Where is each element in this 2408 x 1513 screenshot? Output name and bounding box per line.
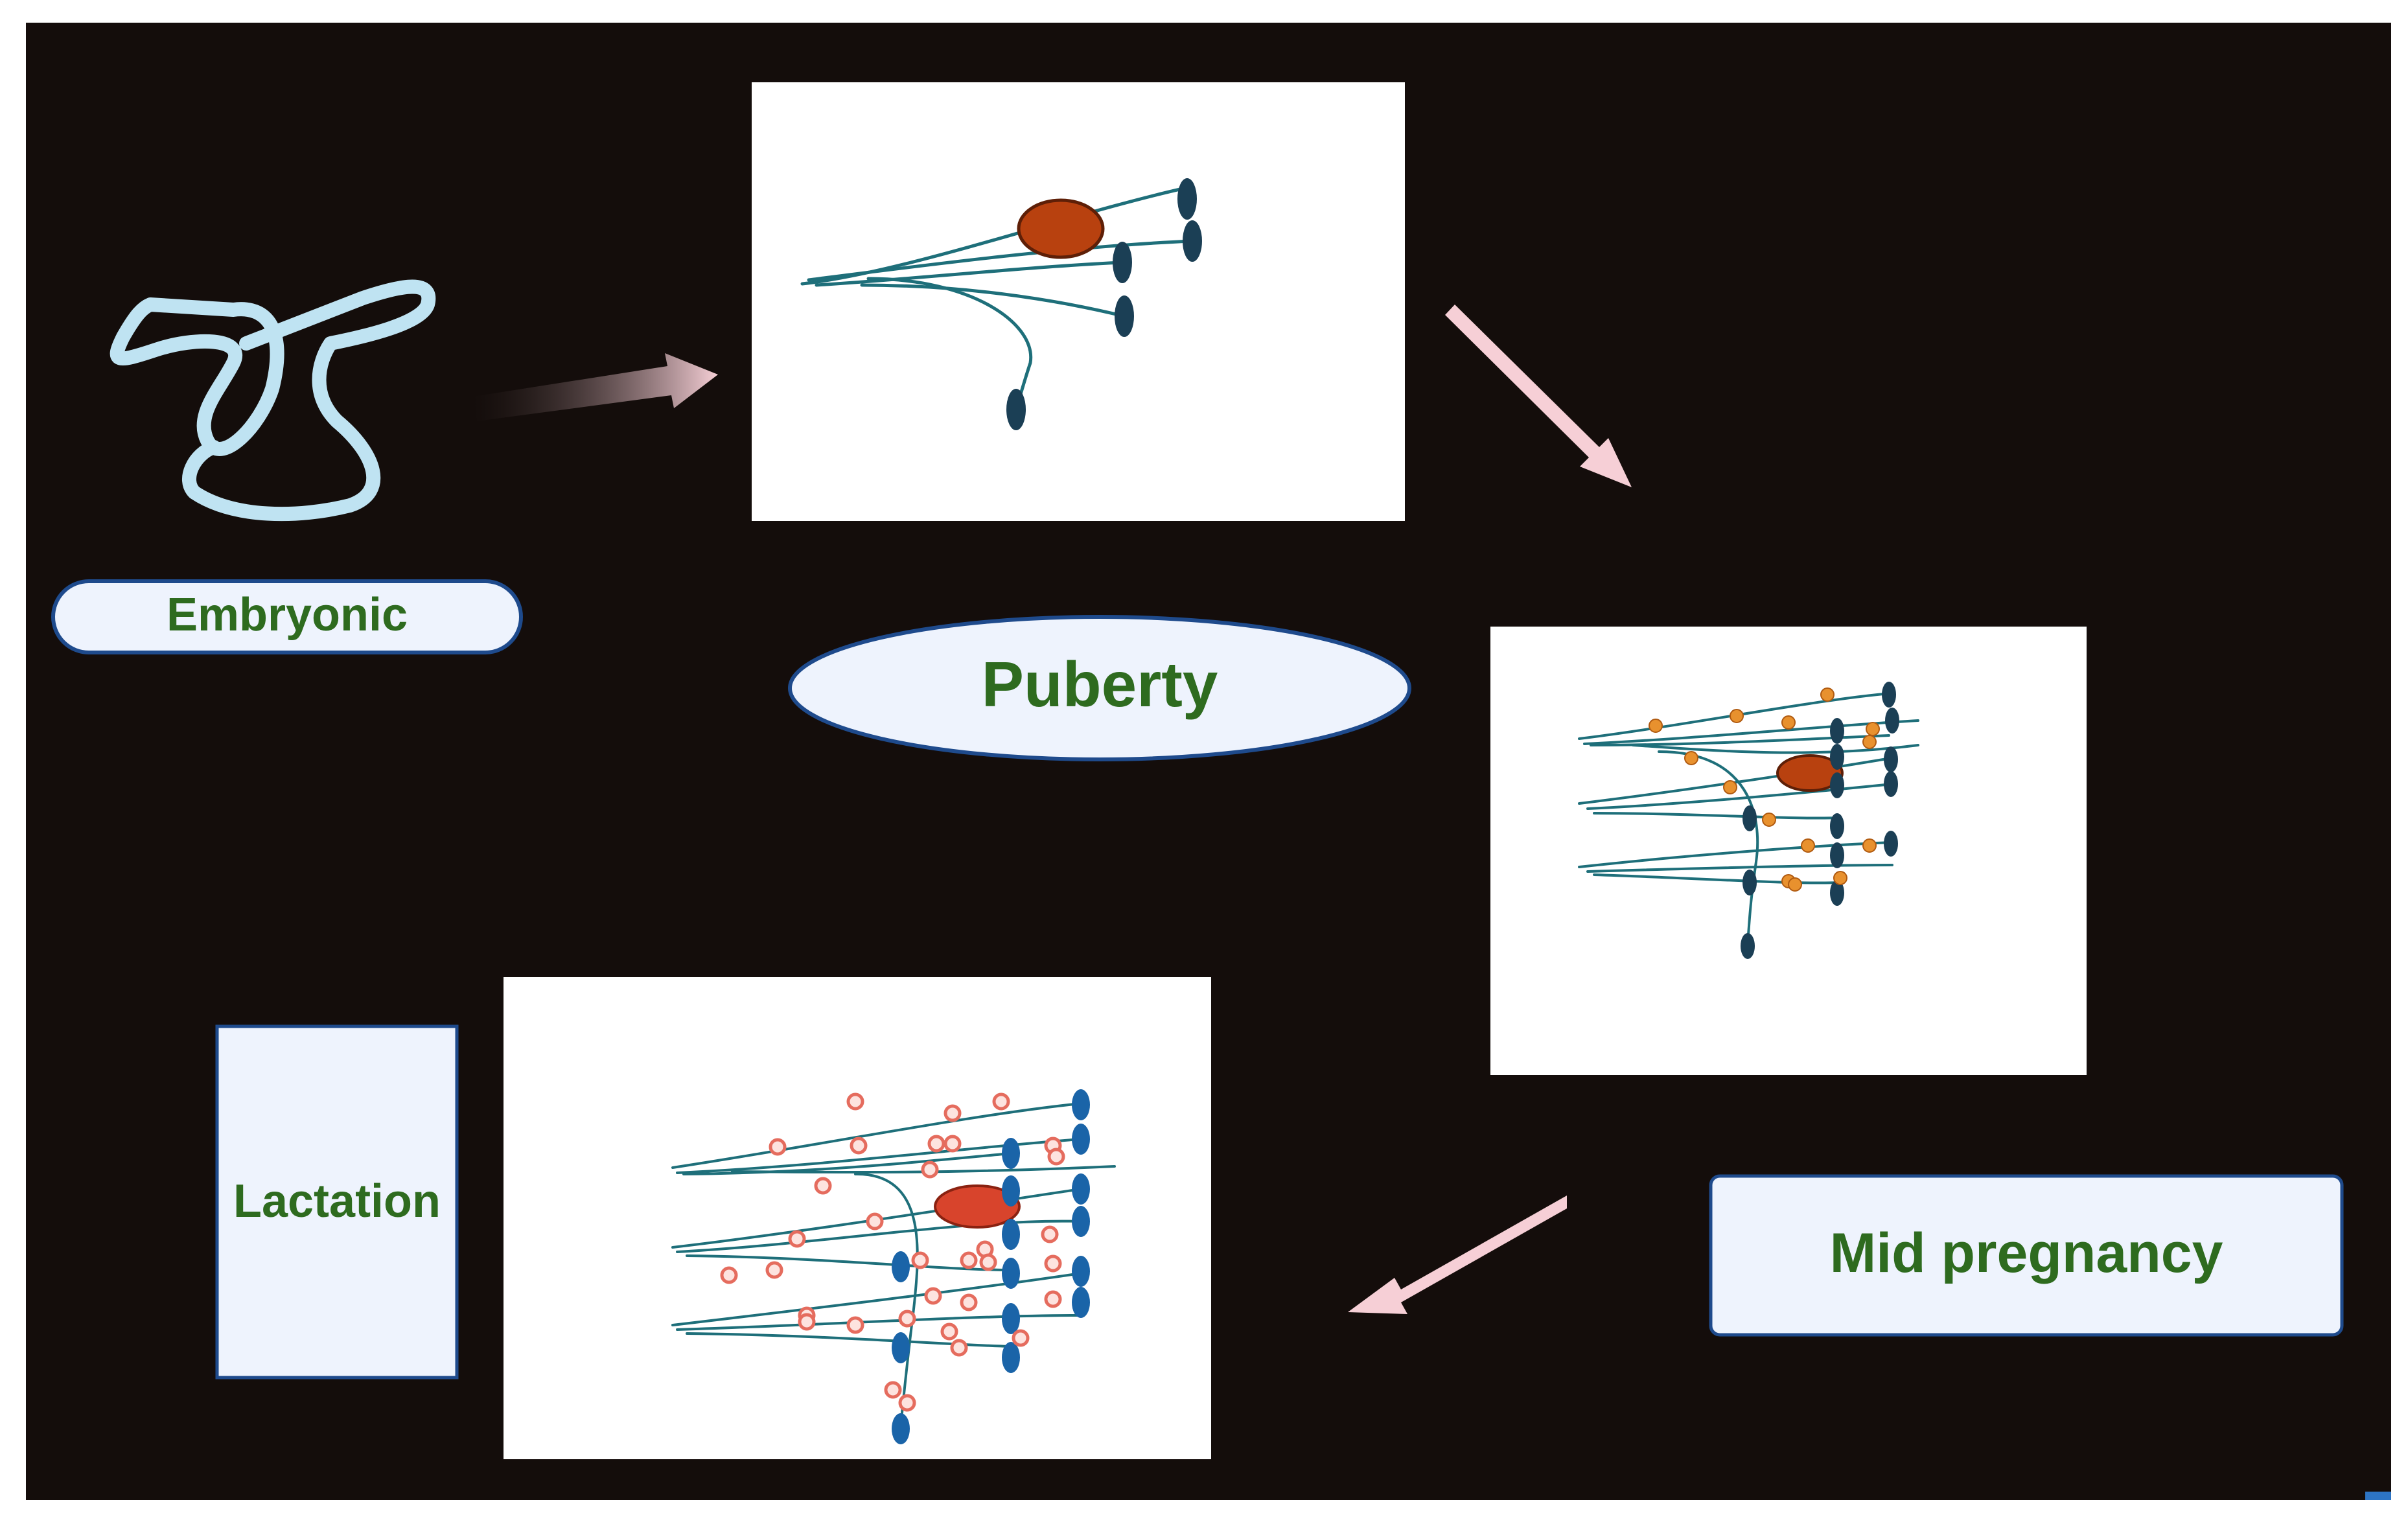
mid-pregnancy-panel — [1490, 627, 2087, 1075]
lactation-label-text: Lactation — [233, 1175, 441, 1227]
terminal-end-buds — [892, 1089, 1090, 1444]
embryonic-label: Embryonic — [51, 579, 523, 654]
mid-pregnancy-ducts — [1578, 692, 1919, 944]
mid-pregnancy-label-text: Mid pregnancy — [1830, 1222, 2223, 1284]
terminal-end-buds — [1006, 178, 1202, 430]
terminal-end-buds — [1741, 682, 1899, 959]
puberty-ducts — [800, 186, 1194, 410]
puberty-label-text: Puberty — [982, 649, 1218, 720]
puberty-panel — [752, 82, 1405, 521]
embryonic-rudiment-shape — [110, 279, 436, 522]
arrow-puberty-to-mid-pregnancy — [1445, 305, 1632, 487]
arrow-embryonic-to-puberty — [473, 353, 718, 421]
embryonic-label-text: Embryonic — [167, 589, 408, 641]
lymph-node — [1017, 198, 1105, 259]
lactation-panel — [504, 977, 1211, 1459]
arrow-mid-pregnancy-to-lactation — [1348, 1195, 1567, 1314]
lactating-alveoli — [720, 1092, 1065, 1412]
lymph-node — [1776, 754, 1844, 792]
lymph-node — [934, 1184, 1021, 1229]
corner-accent — [2365, 1492, 2391, 1500]
lactation-label: Lactation — [215, 1024, 459, 1380]
alveolar-buds — [1649, 687, 1880, 892]
puberty-label: Puberty — [788, 615, 1411, 761]
mid-pregnancy-label: Mid pregnancy — [1709, 1174, 2344, 1337]
